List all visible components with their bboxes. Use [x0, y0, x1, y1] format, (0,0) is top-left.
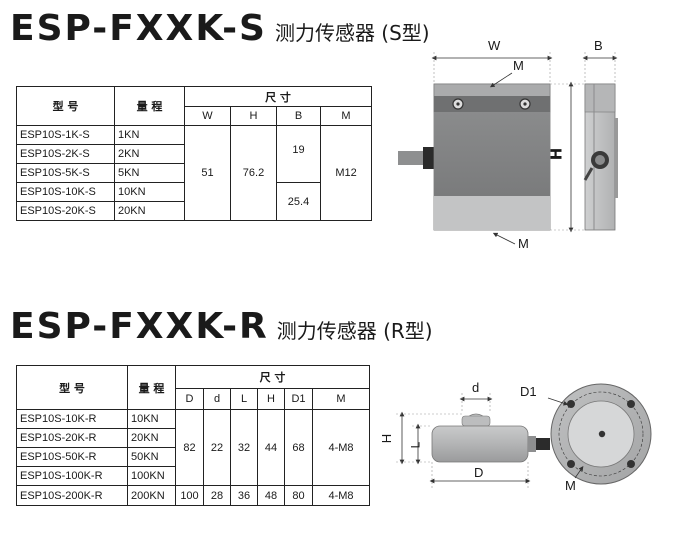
s-dim-w-header: W [184, 106, 231, 126]
r-subtitle: 测力传感器 (R型) [276, 319, 433, 343]
r-dim-h-header: H [257, 388, 285, 410]
table-row: ESP10S-20K-S 20KN [16, 201, 372, 221]
s-row-capacity: 20KN [114, 201, 185, 221]
r-l-label: L [408, 441, 423, 449]
s-col-capacity: 量 程 [114, 86, 185, 126]
s-model-code: ESP-FXXK-S [10, 8, 267, 49]
r-dim-m-header: M [311, 388, 371, 410]
r-last-l: 36 [230, 485, 258, 506]
s-spec-table: 型 号 量 程 尺 寸 W H B M ESP10S-1K-S 1KN 51 7… [16, 86, 373, 221]
s-screw-icon [519, 98, 531, 110]
s-h-label: H [547, 147, 566, 161]
r-d-value: 82 [175, 409, 204, 486]
s-m-label-top: M [513, 58, 524, 73]
r-l-value: 32 [230, 409, 258, 486]
s-screw-icon [452, 98, 464, 110]
r-m-label: M [565, 478, 576, 493]
s-row-capacity: 2KN [114, 144, 185, 164]
r-col-capacity: 量 程 [127, 365, 176, 410]
r-spec-table: 型 号 量 程 尺 寸 D d L H D1 M ESP10S-10K-R 10… [16, 365, 371, 506]
table-row: ESP10S-200K-R 200KN 100 28 36 48 80 4-M8 [16, 485, 371, 506]
r-bolt-hole-icon [627, 460, 635, 468]
r-dim-l-header: L [230, 388, 258, 410]
r-m-value: 4-M8 [311, 409, 371, 486]
r-row-model: ESP10S-10K-R [16, 409, 128, 429]
r-cable-icon [536, 438, 550, 450]
table-row: ESP10S-10K-R 10KN 82 22 32 44 68 4-M8 [16, 409, 371, 486]
s-row-model: ESP10S-10K-S [16, 182, 115, 202]
r-row-model: ESP10S-100K-R [16, 466, 128, 486]
s-stud-icon [591, 151, 609, 169]
r-dim-small-d-header: d [203, 388, 231, 410]
table-row: ESP10S-10K-S 10KN 25.4 [16, 182, 372, 221]
s-col-model: 型 号 [16, 86, 115, 126]
r-row-capacity: 10KN [127, 409, 176, 429]
r-last-d: 100 [175, 485, 204, 506]
s-b-large-value: 25.4 [276, 182, 321, 221]
r-top-view [550, 383, 652, 485]
r-row-capacity: 200KN [127, 485, 176, 506]
r-big-d-label: D [474, 465, 484, 480]
r-last-h: 48 [257, 485, 285, 506]
r-section-title: ESP-FXXK-R 测力传感器 (R型) [10, 306, 433, 347]
s-row-model: ESP10S-20K-S [16, 201, 115, 221]
r-bolt-hole-icon [567, 460, 575, 468]
r-row-model: ESP10S-20K-R [16, 428, 128, 448]
r-dim-d-header: D [175, 388, 204, 410]
r-d1-label: D1 [520, 384, 537, 399]
r-small-d-value: 22 [203, 409, 231, 486]
s-body [433, 83, 551, 231]
s-b-label: B [594, 38, 603, 53]
r-last-small-d: 28 [203, 485, 231, 506]
r-row-capacity: 20KN [127, 428, 176, 448]
s-dim-h-header: H [230, 106, 277, 126]
r-row-capacity: 100KN [127, 466, 176, 486]
table-row: ESP10S-50K-R 50KN [16, 447, 370, 467]
s-row-capacity: 5KN [114, 163, 185, 183]
r-h-value: 44 [257, 409, 285, 486]
r-bolt-hole-icon [567, 400, 575, 408]
r-last-m: 4-M8 [311, 485, 371, 506]
r-bolt-hole-icon [627, 400, 635, 408]
r-row-model: ESP10S-200K-R [16, 485, 128, 506]
s-dim-m-header: M [319, 106, 373, 126]
s-row-capacity: 10KN [114, 182, 185, 202]
s-w-value: 51 [184, 125, 231, 221]
s-m-label-bottom: M [518, 236, 529, 251]
s-w-label: W [488, 38, 501, 53]
r-row-model: ESP10S-50K-R [16, 447, 128, 467]
s-section-title: ESP-FXXK-S 测力传感器 (S型) [10, 8, 430, 49]
s-row-model: ESP10S-5K-S [16, 163, 115, 183]
r-side-body [431, 425, 529, 463]
table-row: ESP10S-100K-R 100KN [16, 466, 370, 486]
r-d1-value: 68 [284, 409, 313, 486]
s-dim-b-header: B [276, 106, 321, 126]
table-row: ESP10S-20K-R 20KN [16, 428, 370, 448]
r-col-model: 型 号 [16, 365, 128, 410]
s-subtitle: 测力传感器 (S型) [274, 21, 430, 45]
s-b-small-value: 19 [276, 125, 321, 183]
s-row-model: ESP10S-1K-S [16, 125, 115, 145]
s-h-value: 76.2 [230, 125, 277, 221]
r-model-code: ESP-FXXK-R [10, 306, 269, 347]
r-row-capacity: 50KN [127, 447, 176, 467]
table-row: ESP10S-1K-S 1KN 51 76.2 19 M12 [16, 125, 373, 221]
r-last-d1: 80 [284, 485, 313, 506]
r-center-hole-icon [598, 430, 606, 438]
s-m-value: M12 [319, 125, 373, 221]
s-row-capacity: 1KN [114, 125, 185, 145]
r-col-dims: 尺 寸 [174, 365, 371, 389]
s-side-view [584, 83, 616, 231]
r-dim-d1-header: D1 [284, 388, 313, 410]
s-row-model: ESP10S-2K-S [16, 144, 115, 164]
r-d-label: d [472, 380, 480, 395]
r-h-label: H [379, 433, 395, 444]
s-cable-icon [398, 151, 426, 165]
s-col-dims: 尺 寸 [183, 86, 373, 107]
